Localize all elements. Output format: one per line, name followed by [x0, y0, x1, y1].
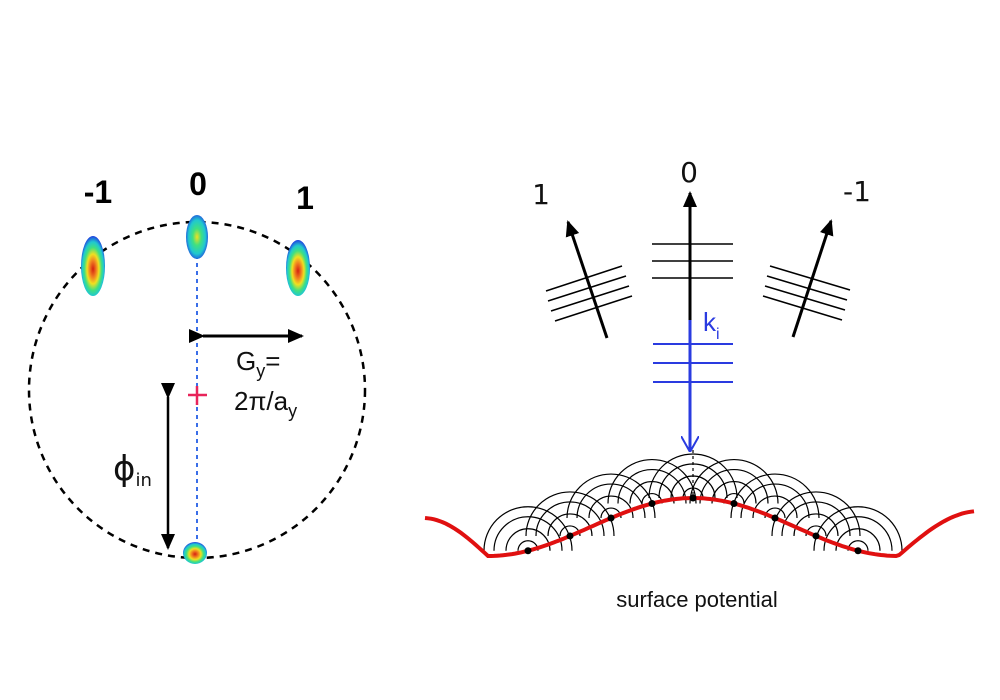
- scatterer-dot: [524, 547, 532, 555]
- left-order-minus1: -1: [84, 174, 112, 210]
- wavelet-arc: [607, 458, 697, 504]
- scatterer-dot: [607, 514, 615, 522]
- g-formula: 2π/ay: [234, 386, 297, 421]
- spot-1: [286, 240, 310, 296]
- scatterer-dot: [648, 500, 656, 508]
- wavefronts-order-1: [545, 265, 633, 322]
- scatterer-dot: [689, 494, 697, 502]
- wavelet-arc: [813, 506, 903, 551]
- surface-caption: surface potential: [616, 587, 777, 612]
- wavefronts-order-minus1: [762, 265, 851, 321]
- right-order-0: 0: [680, 156, 698, 189]
- wavefronts-order-0: [652, 243, 733, 279]
- spot-minus1: [81, 236, 105, 296]
- wavelet-arc: [730, 473, 820, 519]
- wavelet-arc: [711, 480, 757, 504]
- left-order-0: 0: [189, 166, 207, 202]
- right-order-minus1: -1: [843, 175, 871, 208]
- scatterer-dots: [524, 494, 862, 555]
- wavelet-arc: [648, 453, 738, 499]
- scatterer-dot: [730, 500, 738, 508]
- scatterer-dot: [566, 532, 574, 540]
- right-order-1: 1: [532, 178, 550, 211]
- surface-potential-curve: [424, 496, 975, 559]
- wavelet-arc: [617, 468, 687, 504]
- wavelet-arc: [835, 528, 881, 551]
- wavelet-arc: [699, 468, 769, 504]
- scatterer-dot: [854, 547, 862, 555]
- center-cross: [188, 386, 207, 405]
- spot-0: [186, 215, 208, 259]
- wavelet-arc: [483, 506, 573, 551]
- wavelet-arc: [535, 501, 605, 536]
- wavelet-arc: [566, 473, 656, 519]
- wavelet-arc: [576, 483, 646, 519]
- left-order-1: 1: [296, 180, 314, 216]
- right-panel: 1 0 -1: [424, 156, 975, 612]
- wavelet-arc: [493, 516, 563, 551]
- scatterer-dot: [812, 532, 820, 540]
- wavelet-arc: [689, 458, 779, 504]
- left-panel: -1 0 1 Gy= 2π/ay ϕin: [27, 166, 367, 564]
- spot-specular: [183, 542, 207, 564]
- k-label: ki: [703, 307, 720, 343]
- wavelet-arc: [823, 516, 893, 551]
- g-label: Gy=: [236, 346, 280, 381]
- wavefronts-incident: [653, 343, 733, 383]
- wavelet-arc: [505, 528, 551, 551]
- phi-label: ϕin: [113, 449, 152, 491]
- beam-order-1-arrow: [565, 220, 609, 339]
- wavelet-arc: [781, 501, 851, 536]
- scatterer-dot: [771, 514, 779, 522]
